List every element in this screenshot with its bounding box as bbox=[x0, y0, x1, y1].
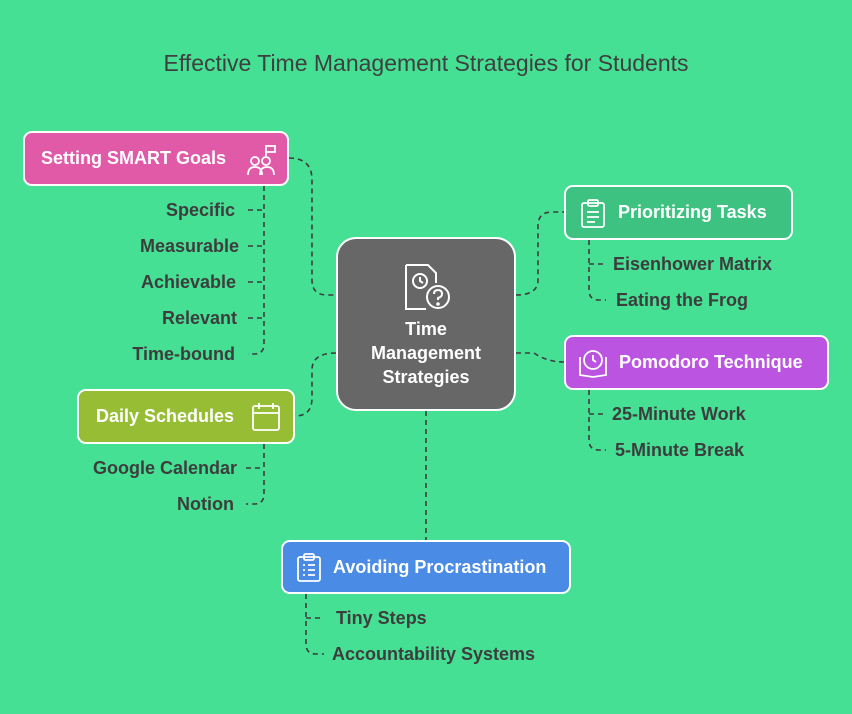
connector-daily bbox=[294, 352, 337, 417]
branch-prioritizing-tasks-label: Prioritizing Tasks bbox=[618, 202, 767, 222]
leaf-25-minute-work: 25-Minute Work bbox=[612, 404, 746, 424]
branch-avoiding-procrastination-label: Avoiding Procrastination bbox=[333, 556, 547, 577]
connector-pomodoro-items bbox=[588, 390, 606, 451]
leaf-relevant: Relevant bbox=[161, 308, 237, 328]
branch-pomodoro-technique-label: Pomodoro Technique bbox=[619, 352, 803, 372]
clipboard-icon bbox=[580, 199, 606, 234]
branch-smart-goals[interactable]: Setting SMART Goals bbox=[23, 131, 289, 186]
clock-document-question-icon bbox=[402, 263, 454, 318]
connector-procrastination-items bbox=[305, 594, 324, 655]
center-node[interactable]: Time Management Strategies bbox=[336, 237, 516, 411]
diagram-title: Effective Time Management Strategies for… bbox=[163, 50, 689, 76]
leaf-achievable: Achievable bbox=[140, 272, 236, 292]
branch-smart-goals-label: Setting SMART Goals bbox=[41, 148, 227, 168]
people-flag-icon bbox=[247, 144, 277, 181]
clock-book-icon bbox=[578, 347, 608, 384]
branch-daily-schedules-label: Daily Schedules bbox=[96, 406, 235, 426]
leaf-measurable: Measurable bbox=[139, 236, 239, 256]
leaf-tiny-steps: Tiny Steps bbox=[336, 608, 427, 628]
connector-daily-items bbox=[246, 444, 265, 505]
leaf-accountability-systems: Accountability Systems bbox=[332, 644, 536, 664]
leaf-eating-the-frog: Eating the Frog bbox=[616, 290, 748, 310]
leaf-notion: Notion bbox=[177, 494, 234, 514]
connector-smart-items bbox=[248, 186, 265, 355]
branch-prioritizing-tasks[interactable]: Prioritizing Tasks bbox=[564, 185, 793, 240]
leaf-5-minute-break: 5-Minute Break bbox=[615, 440, 745, 460]
branch-daily-schedules[interactable]: Daily Schedules bbox=[77, 389, 295, 444]
center-label: Time Management Strategies bbox=[370, 319, 482, 387]
branch-avoiding-procrastination[interactable]: Avoiding Procrastination bbox=[281, 540, 571, 594]
connector-prioritizing-items bbox=[588, 240, 606, 301]
connector-prioritizing bbox=[515, 211, 564, 296]
connector-smart bbox=[288, 157, 336, 296]
calendar-icon bbox=[251, 402, 281, 437]
branch-pomodoro-technique[interactable]: Pomodoro Technique bbox=[564, 335, 829, 390]
leaf-google-calendar: Google Calendar bbox=[92, 458, 237, 478]
checklist-icon bbox=[296, 553, 322, 588]
leaf-time-bound: Time-bound bbox=[132, 344, 235, 364]
leaf-eisenhower-matrix: Eisenhower Matrix bbox=[613, 254, 773, 274]
connector-pomodoro bbox=[516, 352, 565, 363]
leaf-specific: Specific bbox=[165, 200, 235, 220]
